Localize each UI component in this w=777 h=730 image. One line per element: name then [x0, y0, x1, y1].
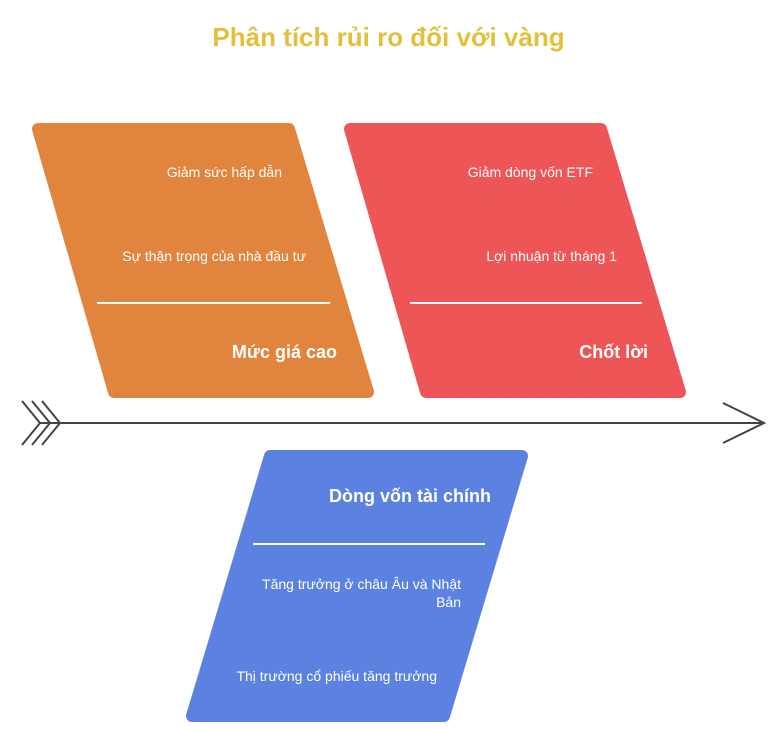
category-box-capital-flow — [186, 450, 528, 722]
divider — [97, 302, 330, 304]
diagram-title: Phân tích rủi ro đối với vàng — [212, 22, 565, 52]
cause-item: Sự thận trọng của nhà đầu tư — [122, 248, 306, 264]
category-heading: Chốt lời — [579, 342, 648, 362]
category-box-high-price — [32, 123, 374, 398]
cause-item: Tăng trưởng ở châu Âu và Nhật Bản — [262, 576, 461, 610]
cause-item: Giảm dòng vốn ETF — [467, 164, 593, 180]
divider — [410, 302, 642, 304]
category-box-profit-taking — [344, 123, 686, 398]
cause-item: Thị trường cổ phiếu tăng trưởng — [236, 668, 437, 684]
arrow-tail-icon — [21, 400, 62, 446]
cause-item: Giảm sức hấp dẫn — [166, 164, 282, 180]
cause-item: Lợi nhuận từ tháng 1 — [486, 248, 617, 264]
category-heading: Mức giá cao — [231, 342, 337, 362]
divider — [253, 543, 485, 545]
arrow-head-icon — [722, 402, 767, 444]
category-heading: Dòng vốn tài chính — [329, 486, 491, 506]
